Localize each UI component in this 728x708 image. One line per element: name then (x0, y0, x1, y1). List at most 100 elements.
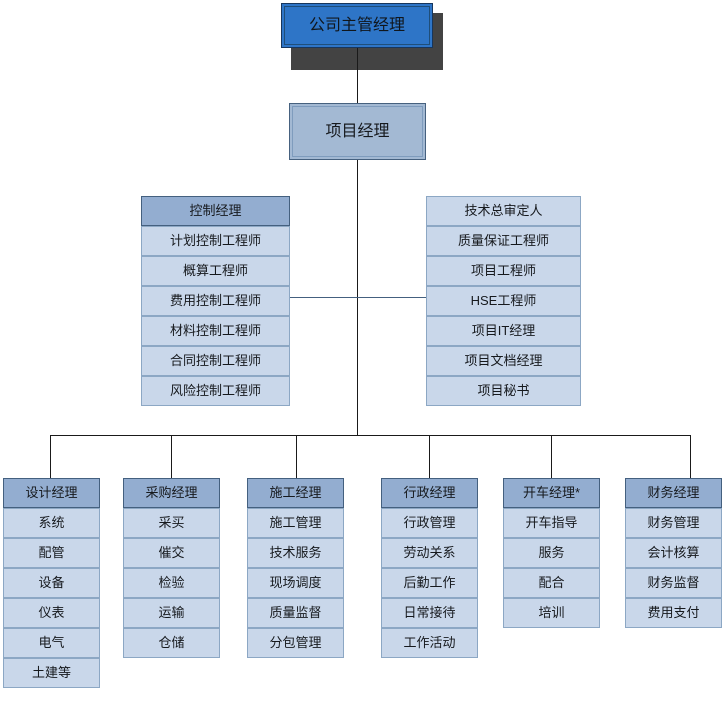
bottom-column-design-item[interactable]: 电气 (3, 628, 100, 658)
bottom-column-finance-item-label: 会计核算 (647, 544, 700, 560)
connector-drop-procurement (171, 435, 172, 478)
bottom-column-startup-item[interactable]: 服务 (503, 538, 600, 568)
mid-column-control-header-label: 控制经理 (189, 202, 242, 218)
bottom-column-procurement-item-label: 仓储 (158, 634, 185, 650)
bottom-column-procurement-item[interactable]: 检验 (123, 568, 220, 598)
bottom-column-construction-item[interactable]: 技术服务 (247, 538, 344, 568)
bottom-column-startup-header-label: 开车经理* (522, 484, 581, 500)
executive-box[interactable]: 公司主管经理 (281, 3, 433, 48)
project-manager-box[interactable]: 项目经理 (289, 103, 426, 160)
bottom-column-construction-item-label: 质量监督 (269, 604, 322, 620)
bottom-column-procurement-item[interactable]: 采买 (123, 508, 220, 538)
bottom-column-finance-item[interactable]: 财务管理 (625, 508, 722, 538)
mid-column-technical-item-label: HSE工程师 (470, 292, 537, 308)
mid-column-control-item[interactable]: 风险控制工程师 (141, 376, 290, 406)
bottom-column-finance-item[interactable]: 费用支付 (625, 598, 722, 628)
bottom-column-construction-item-label: 现场调度 (269, 574, 322, 590)
bottom-column-procurement-item-label: 催交 (158, 544, 185, 560)
bottom-column-administration: 行政经理 行政管理 劳动关系 后勤工作 日常接待 工作活动 (381, 478, 478, 658)
mid-column-technical-item-label: 项目秘书 (477, 382, 530, 398)
bottom-column-procurement-item-label: 检验 (158, 574, 185, 590)
mid-column-technical-item[interactable]: 项目工程师 (426, 256, 581, 286)
connector-mid-crossbar (290, 297, 426, 298)
bottom-column-administration-item[interactable]: 行政管理 (381, 508, 478, 538)
mid-column-technical-item-label: 质量保证工程师 (457, 232, 549, 248)
mid-column-control-item-label: 概算工程师 (182, 262, 248, 278)
bottom-column-construction-item-label: 技术服务 (269, 544, 322, 560)
bottom-column-construction-item[interactable]: 质量监督 (247, 598, 344, 628)
mid-column-control-item[interactable]: 计划控制工程师 (141, 226, 290, 256)
mid-column-technical-header[interactable]: 技术总审定人 (426, 196, 581, 226)
mid-column-technical-item-label: 项目文档经理 (464, 352, 543, 368)
bottom-column-startup-item[interactable]: 配合 (503, 568, 600, 598)
mid-column-control-item[interactable]: 材料控制工程师 (141, 316, 290, 346)
bottom-column-design-header[interactable]: 设计经理 (3, 478, 100, 508)
bottom-column-procurement: 采购经理 采买 催交 检验 运输 仓储 (123, 478, 220, 658)
bottom-column-construction-header[interactable]: 施工经理 (247, 478, 344, 508)
bottom-column-construction-item-label: 施工管理 (269, 514, 322, 530)
bottom-column-construction-item-label: 分包管理 (269, 634, 322, 650)
connector-exec-to-pm (357, 48, 358, 103)
bottom-column-procurement-header[interactable]: 采购经理 (123, 478, 220, 508)
connector-drop-finance (690, 435, 691, 478)
bottom-column-design-item[interactable]: 设备 (3, 568, 100, 598)
bottom-column-procurement-item[interactable]: 运输 (123, 598, 220, 628)
mid-column-control-header[interactable]: 控制经理 (141, 196, 290, 226)
mid-column-control-item-label: 合同控制工程师 (169, 352, 261, 368)
bottom-column-construction-item[interactable]: 现场调度 (247, 568, 344, 598)
bottom-column-startup-item-label: 服务 (538, 544, 565, 560)
connector-drop-design (50, 435, 51, 478)
connector-bottom-bus (50, 435, 690, 436)
bottom-column-procurement-header-label: 采购经理 (145, 484, 198, 500)
mid-column-technical-item[interactable]: HSE工程师 (426, 286, 581, 316)
bottom-column-finance-header[interactable]: 财务经理 (625, 478, 722, 508)
mid-column-control: 控制经理 计划控制工程师 概算工程师 费用控制工程师 材料控制工程师 合同控制工… (141, 196, 290, 406)
bottom-column-administration-header[interactable]: 行政经理 (381, 478, 478, 508)
mid-column-control-item-label: 风险控制工程师 (169, 382, 261, 398)
bottom-column-construction-item[interactable]: 施工管理 (247, 508, 344, 538)
bottom-column-finance: 财务经理 财务管理 会计核算 财务监督 费用支付 (625, 478, 722, 628)
bottom-column-administration-item[interactable]: 劳动关系 (381, 538, 478, 568)
bottom-column-construction-item[interactable]: 分包管理 (247, 628, 344, 658)
mid-column-technical-item[interactable]: 项目秘书 (426, 376, 581, 406)
bottom-column-finance-item[interactable]: 会计核算 (625, 538, 722, 568)
bottom-column-design-item[interactable]: 系统 (3, 508, 100, 538)
bottom-column-administration-item[interactable]: 后勤工作 (381, 568, 478, 598)
bottom-column-administration-header-label: 行政经理 (403, 484, 456, 500)
bottom-column-procurement-item[interactable]: 仓储 (123, 628, 220, 658)
bottom-column-startup-header[interactable]: 开车经理* (503, 478, 600, 508)
bottom-column-startup-item-label: 培训 (538, 604, 565, 620)
mid-column-control-item-label: 材料控制工程师 (169, 322, 261, 338)
bottom-column-procurement-item-label: 运输 (158, 604, 185, 620)
mid-column-technical-header-label: 技术总审定人 (464, 202, 543, 218)
bottom-column-design-item[interactable]: 土建等 (3, 658, 100, 688)
mid-column-technical-item[interactable]: 质量保证工程师 (426, 226, 581, 256)
bottom-column-administration-item-label: 劳动关系 (403, 544, 456, 560)
bottom-column-administration-item-label: 行政管理 (403, 514, 456, 530)
connector-drop-administration (429, 435, 430, 478)
bottom-column-procurement-item-label: 采买 (158, 514, 185, 530)
mid-column-control-item[interactable]: 概算工程师 (141, 256, 290, 286)
bottom-column-procurement-item[interactable]: 催交 (123, 538, 220, 568)
bottom-column-construction: 施工经理 施工管理 技术服务 现场调度 质量监督 分包管理 (247, 478, 344, 658)
mid-column-control-item-label: 费用控制工程师 (169, 292, 261, 308)
bottom-column-design-item-label: 配管 (38, 544, 65, 560)
mid-column-control-item[interactable]: 费用控制工程师 (141, 286, 290, 316)
bottom-column-administration-item[interactable]: 工作活动 (381, 628, 478, 658)
bottom-column-design: 设计经理 系统 配管 设备 仪表 电气 土建等 (3, 478, 100, 688)
bottom-column-design-item[interactable]: 仪表 (3, 598, 100, 628)
bottom-column-finance-item[interactable]: 财务监督 (625, 568, 722, 598)
bottom-column-startup-item[interactable]: 开车指导 (503, 508, 600, 538)
bottom-column-design-item[interactable]: 配管 (3, 538, 100, 568)
bottom-column-startup-item[interactable]: 培训 (503, 598, 600, 628)
bottom-column-administration-item[interactable]: 日常接待 (381, 598, 478, 628)
bottom-column-finance-item-label: 费用支付 (647, 604, 700, 620)
mid-column-technical: 技术总审定人 质量保证工程师 项目工程师 HSE工程师 项目IT经理 项目文档经… (426, 196, 581, 406)
mid-column-control-item[interactable]: 合同控制工程师 (141, 346, 290, 376)
bottom-column-administration-item-label: 工作活动 (403, 634, 456, 650)
mid-column-technical-item-label: 项目工程师 (470, 262, 536, 278)
mid-column-technical-item[interactable]: 项目文档经理 (426, 346, 581, 376)
mid-column-technical-item[interactable]: 项目IT经理 (426, 316, 581, 346)
bottom-column-administration-item-label: 日常接待 (403, 604, 456, 620)
bottom-column-startup: 开车经理* 开车指导 服务 配合 培训 (503, 478, 600, 628)
